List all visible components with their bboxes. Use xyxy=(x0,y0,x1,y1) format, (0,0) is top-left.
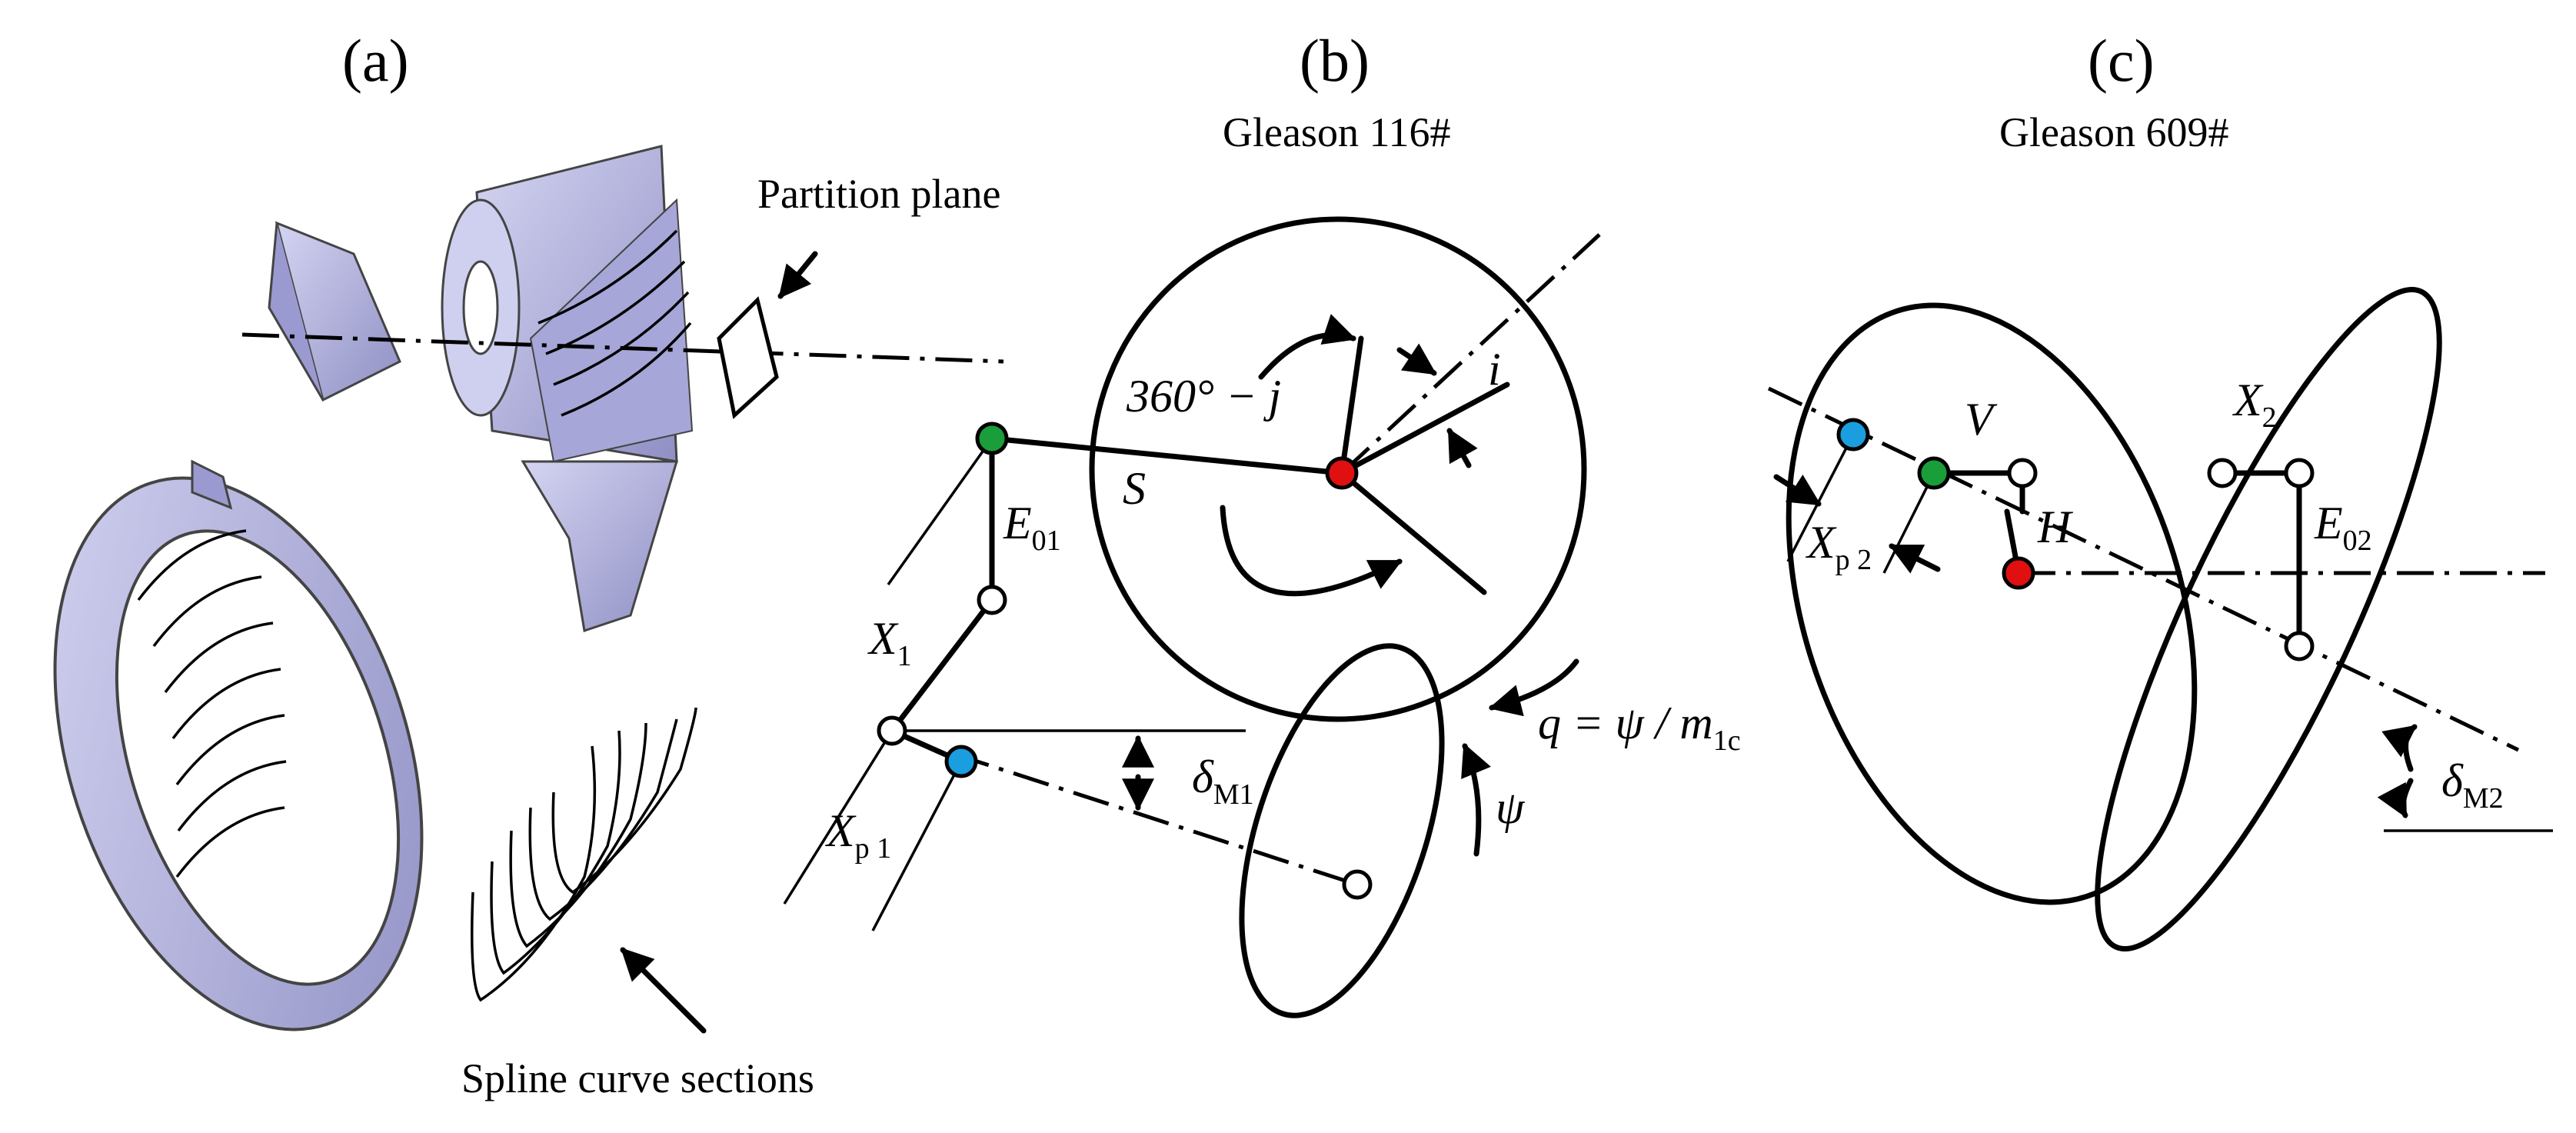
panel-b-subtitle: Gleason 116# xyxy=(1223,109,1450,155)
spline-arrow xyxy=(620,947,707,1034)
panel-c: (c) Gleason 609# δM2 V H X2 E02 xyxy=(1767,27,2553,951)
white-node-b-2 xyxy=(877,715,907,746)
panel-b: (b) Gleason 116# 360° − j S i xyxy=(783,27,1741,1018)
H-label: H xyxy=(2037,502,2074,552)
spline-curve-label: Spline curve sections xyxy=(461,1055,814,1101)
cradle-circle xyxy=(1089,216,1587,722)
q-label: q = ψ / m1c xyxy=(1538,698,1741,757)
radial-line-right xyxy=(1339,382,1510,476)
psi-arrow xyxy=(1461,743,1491,857)
i-arrow-bottom xyxy=(1446,428,1478,468)
panel-a: (a) Partition plane xyxy=(53,27,1004,1101)
panel-c-subtitle: Gleason 609# xyxy=(1999,109,2228,155)
deltaM1-label: δM1 xyxy=(1192,751,1254,811)
i-arrow-top xyxy=(1396,343,1437,376)
S-label: S xyxy=(1123,463,1146,514)
q-arrow xyxy=(1488,658,1579,717)
Xp2-arrow-right xyxy=(1889,543,1941,574)
gear-segment-cad-image xyxy=(268,145,694,632)
blue-node-c xyxy=(1836,418,1870,452)
Xp1-label: Xp 1 xyxy=(825,805,891,865)
white-node-c-4 xyxy=(2284,631,2315,661)
angle-label: 360° − j xyxy=(1126,371,1281,422)
white-node-c-2 xyxy=(2207,458,2238,488)
work-gear-ellipse xyxy=(1239,643,1445,1018)
E01-label: E01 xyxy=(1003,498,1061,557)
radial-line-lower xyxy=(1339,470,1487,595)
blue-node-b xyxy=(944,745,978,778)
gear-axis-line-a xyxy=(241,332,1004,364)
partition-plane-shape xyxy=(717,296,779,419)
cradle-ellipse-c xyxy=(1786,302,2198,905)
deltaM2-arrow-up xyxy=(2381,724,2418,772)
white-node-b-1 xyxy=(977,585,1007,615)
green-node-b xyxy=(975,422,1009,455)
machine-root-line-c xyxy=(1767,386,2520,752)
Xp1-guide-left xyxy=(783,730,894,905)
X1-label: X1 xyxy=(867,613,912,672)
machine-root-line-b xyxy=(953,751,1358,887)
white-node-b-3 xyxy=(1342,869,1373,900)
ring-gear-cad-image xyxy=(53,459,424,1031)
red-node-c xyxy=(2002,556,2035,590)
Xp1-guide-right xyxy=(871,761,963,931)
V-label: V xyxy=(1965,394,1998,445)
green-node-c xyxy=(1917,456,1951,490)
panel-a-label: (a) xyxy=(342,27,409,94)
spline-curve-sections xyxy=(471,707,697,1002)
X1-link xyxy=(889,597,995,734)
i-label: i xyxy=(1488,344,1501,395)
radial-line-upper xyxy=(1339,335,1364,476)
work-gear-ellipse-c xyxy=(2095,287,2442,951)
angle-arc-top xyxy=(1258,314,1356,380)
Xp2-guide-right xyxy=(1882,472,1935,574)
Xp2-arrow-left xyxy=(1773,474,1822,507)
cutter-axis-line-b xyxy=(1340,233,1601,475)
E01-guide xyxy=(887,437,993,586)
deltaM2-label: δM2 xyxy=(2441,755,2504,815)
radial-S-line xyxy=(989,435,1345,476)
angle-arc-bottom xyxy=(1220,505,1403,597)
partition-plane-arrow xyxy=(777,251,818,299)
Xp2-label: Xp 2 xyxy=(1806,517,1872,576)
deltaM2-arrow-down xyxy=(2377,778,2414,818)
white-node-c-1 xyxy=(2007,458,2038,488)
E02-label: E02 xyxy=(2314,498,2372,557)
white-node-c-3 xyxy=(2284,458,2315,488)
panel-c-label: (c) xyxy=(2088,27,2155,94)
panel-b-label: (b) xyxy=(1300,27,1370,94)
psi-label: ψ xyxy=(1496,782,1526,833)
X2-label: X2 xyxy=(2232,375,2277,434)
red-node-b xyxy=(1325,456,1359,490)
partition-plane-label: Partition plane xyxy=(757,171,1000,217)
